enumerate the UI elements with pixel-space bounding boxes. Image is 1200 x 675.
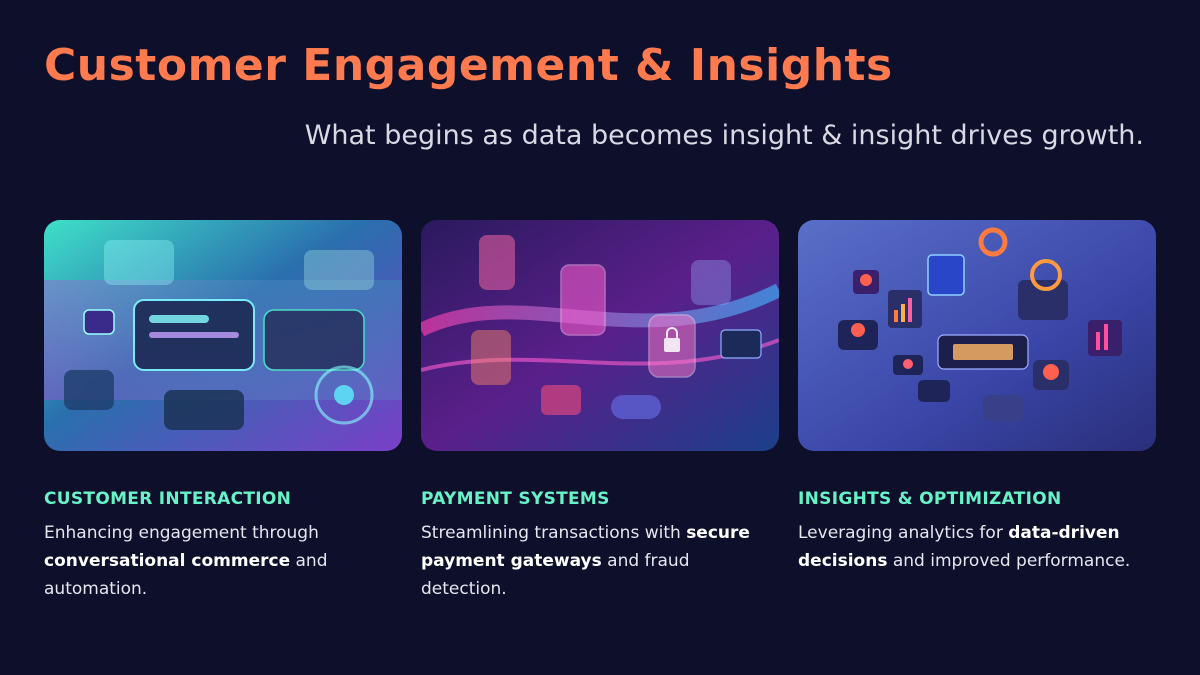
page-title: Customer Engagement & Insights — [44, 40, 893, 91]
card-heading: PAYMENT SYSTEMS — [421, 489, 610, 509]
card-row: CUSTOMER INTERACTION Enhancing engagemen… — [44, 220, 1156, 620]
card-customer-interaction: CUSTOMER INTERACTION Enhancing engagemen… — [44, 220, 402, 620]
page-subtitle: What begins as data becomes insight & in… — [304, 120, 1144, 151]
card-description: Enhancing engagement through conversatio… — [44, 523, 328, 599]
customer-interaction-illustration — [44, 220, 402, 451]
card-description: Streamlining transactions with secure pa… — [421, 523, 750, 599]
card-insights-optimization: INSIGHTS & OPTIMIZATION Leveraging analy… — [798, 220, 1156, 620]
card-heading: CUSTOMER INTERACTION — [44, 489, 292, 509]
card-payment-systems: PAYMENT SYSTEMS Streamlining transaction… — [421, 220, 779, 620]
card-heading: INSIGHTS & OPTIMIZATION — [798, 489, 1062, 509]
card-description: Leveraging analytics for data-driven dec… — [798, 523, 1131, 571]
insights-optimization-illustration — [798, 220, 1156, 451]
payment-systems-illustration — [421, 220, 779, 451]
